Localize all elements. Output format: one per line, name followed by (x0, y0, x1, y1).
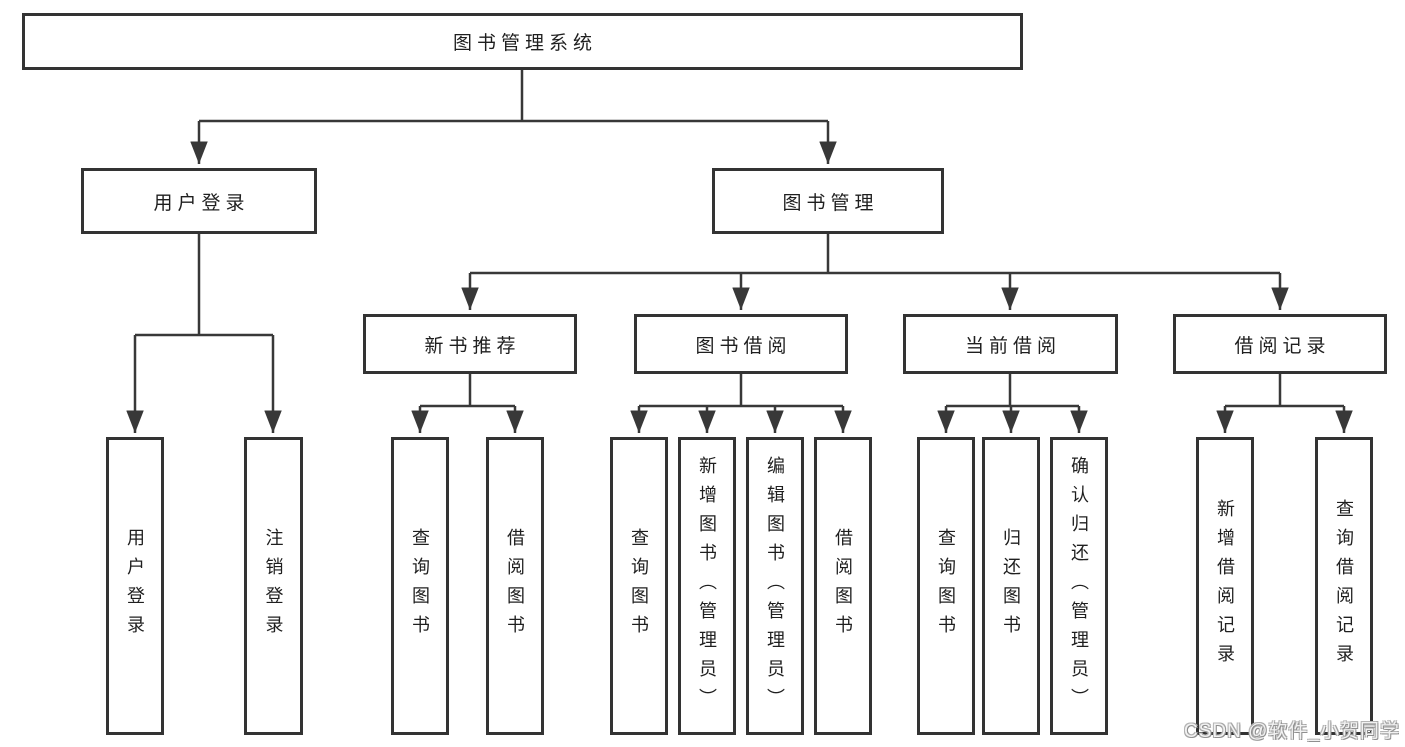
connector-root-bus (199, 70, 828, 123)
leaf-borrow-books-2: 借阅图书 (814, 437, 872, 735)
csdn-watermark: CSDN @软件_小贺同学 (1184, 721, 1400, 742)
leaf-query-borrow-record: 查询借阅记录 (1315, 437, 1373, 735)
node-root-system: 图书管理系统 (22, 13, 1023, 70)
node-new-book-recommend: 新书推荐 (363, 314, 577, 374)
connector-book-mgmt-bus (470, 234, 1280, 275)
connector-new-books-bus (420, 374, 515, 408)
leaf-query-books-2: 查询图书 (610, 437, 668, 735)
node-current-borrow: 当前借阅 (903, 314, 1118, 374)
leaf-confirm-return-admin: 确认归还（管理员） (1050, 437, 1108, 735)
node-borrow-records: 借阅记录 (1173, 314, 1387, 374)
leaf-user-login: 用户登录 (106, 437, 164, 735)
node-book-management: 图书管理 (712, 168, 944, 234)
leaf-edit-book-admin: 编辑图书（管理员） (746, 437, 804, 735)
leaf-return-book: 归还图书 (982, 437, 1040, 735)
leaf-add-book-admin: 新增图书（管理员） (678, 437, 736, 735)
connector-user-login-bus (135, 233, 273, 337)
node-book-borrow: 图书借阅 (634, 314, 848, 374)
leaf-add-borrow-record: 新增借阅记录 (1196, 437, 1254, 735)
leaf-query-books-1: 查询图书 (391, 437, 449, 735)
connector-book-borrow-bus (639, 374, 843, 408)
leaf-borrow-books-1: 借阅图书 (486, 437, 544, 735)
leaf-logout: 注销登录 (244, 437, 303, 735)
leaf-query-books-3: 查询图书 (917, 437, 975, 735)
connector-borrow-records-bus (1225, 374, 1344, 408)
connector-current-borrow-bus (946, 374, 1079, 408)
node-user-login: 用户登录 (81, 168, 317, 234)
